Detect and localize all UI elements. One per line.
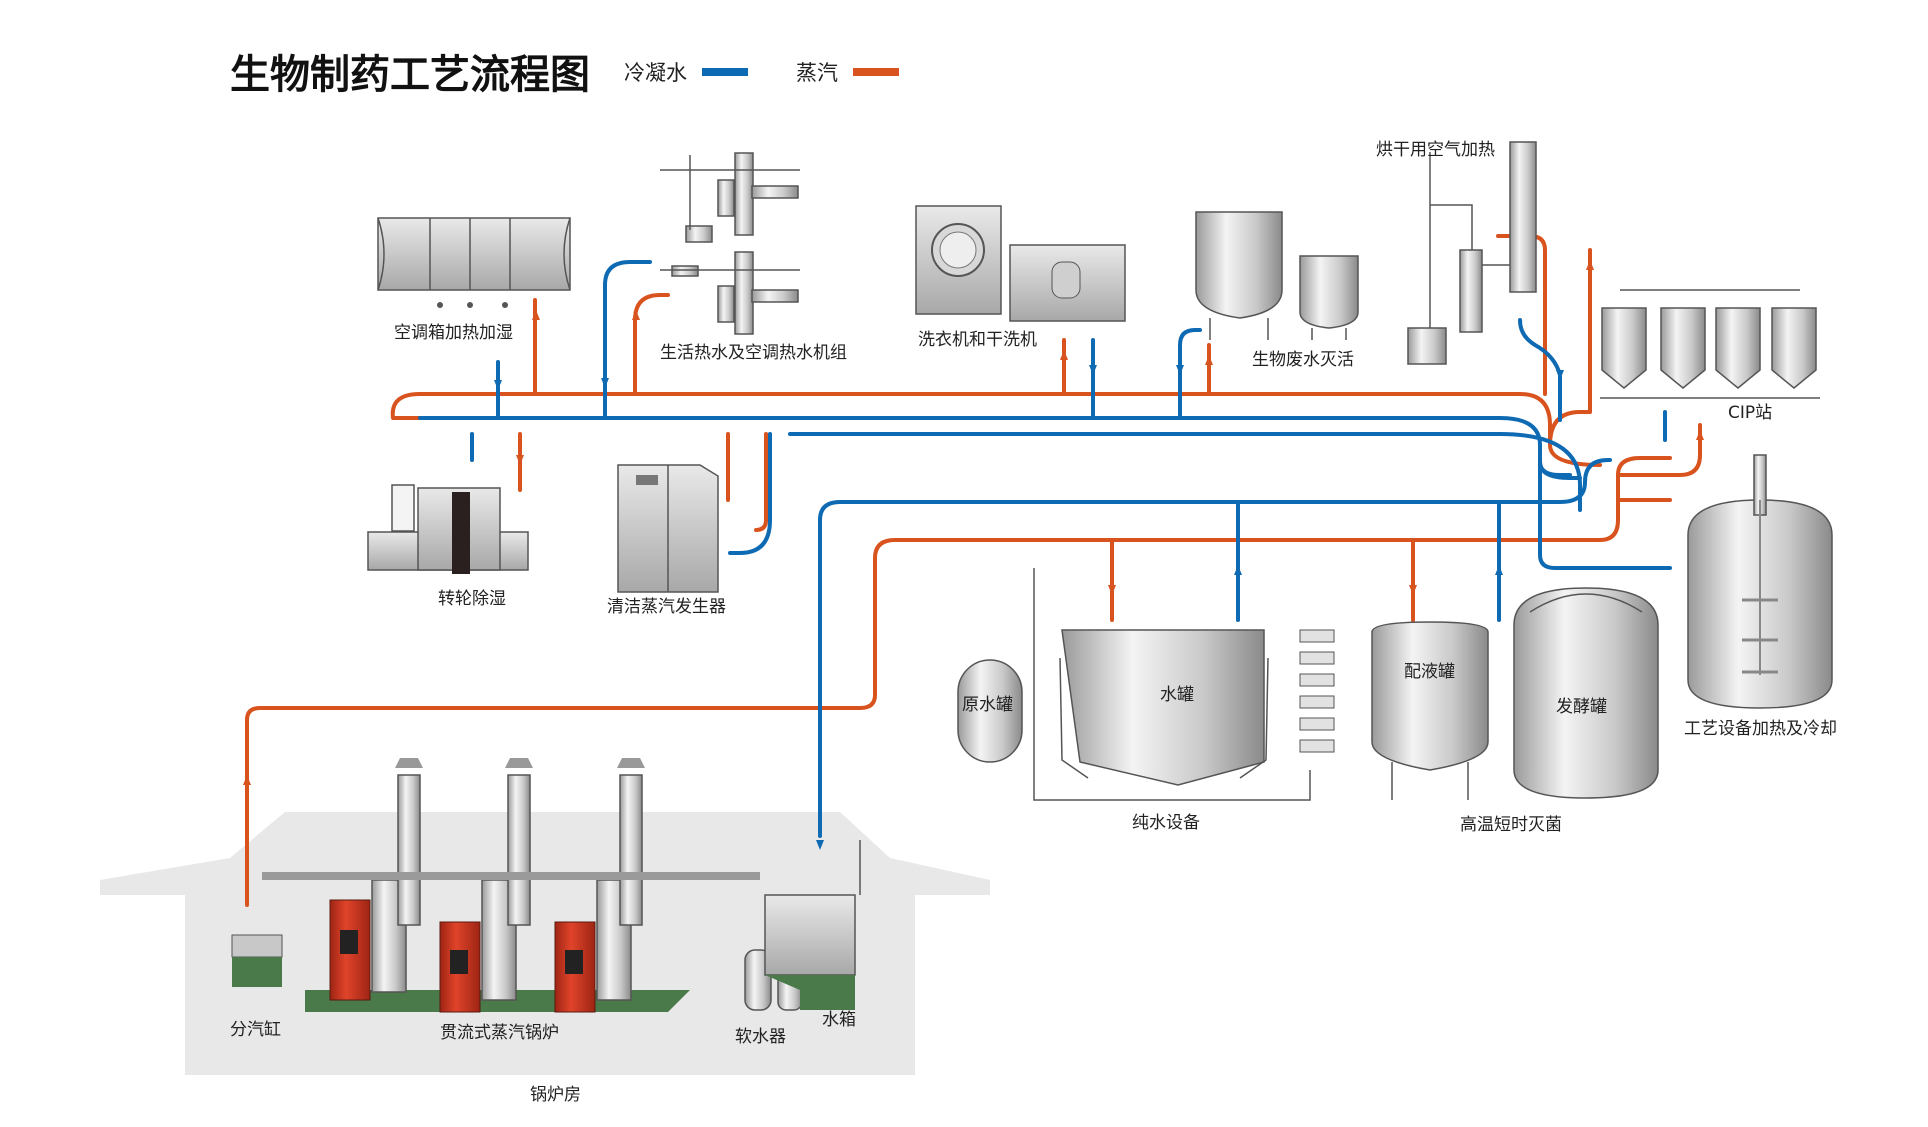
condensate-pipes xyxy=(418,260,1672,838)
steam-flow-arrow-icon xyxy=(532,310,540,320)
raw-tank-label: 原水罐 xyxy=(962,695,1013,715)
water-tank-label: 水罐 xyxy=(1160,685,1194,705)
condensate-flow-arrow-icon xyxy=(1495,565,1503,575)
htst-label: 高温短时灭菌 xyxy=(1460,815,1562,835)
rotor-dehumid-label: 转轮除湿 xyxy=(438,589,506,609)
boiler-label: 贯流式蒸汽锅炉 xyxy=(440,1023,559,1043)
condensate-flow-arrow-icon xyxy=(601,378,609,388)
steam-flow-arrow-icon xyxy=(1108,585,1116,595)
legend-condensate-label: 冷凝水 xyxy=(624,61,687,85)
steam-flow-arrow-icon xyxy=(632,310,640,320)
cip-label: CIP站 xyxy=(1728,403,1772,423)
waste-water-label: 生物废水灭活 xyxy=(1252,350,1354,370)
header-label: 分汽缸 xyxy=(230,1019,281,1040)
hot-water-units: 生活热水及空调热水机组 xyxy=(660,152,847,363)
steam-flow-arrow-icon xyxy=(1205,355,1213,365)
mix-tank: 配液罐 xyxy=(1371,621,1489,800)
waste-water-tanks: 生物废水灭活 xyxy=(1195,211,1359,370)
steam-flow-arrow-icon xyxy=(243,775,251,785)
clean-steam-label: 清洁蒸汽发生器 xyxy=(607,597,726,617)
steam-flow-arrow-icon xyxy=(1586,260,1594,270)
condensate-flow-arrow-icon xyxy=(816,840,824,850)
water-box-label: 水箱 xyxy=(822,1010,856,1030)
legend-condensate-swatch xyxy=(702,68,748,76)
process-equip-label: 工艺设备加热及冷却 xyxy=(1684,719,1837,739)
legend: 冷凝水 蒸汽 xyxy=(624,61,899,85)
ahu-unit: 空调箱加热加湿 xyxy=(377,217,571,343)
steam-flow-arrow-icon xyxy=(1409,585,1417,595)
hot-water-label: 生活热水及空调热水机组 xyxy=(660,343,847,363)
legend-steam-label: 蒸汽 xyxy=(796,61,838,85)
laundry-label: 洗衣机和干洗机 xyxy=(918,330,1037,350)
pure-water-equipment: 水罐 纯水设备 xyxy=(1033,568,1335,833)
mix-tank-label: 配液罐 xyxy=(1404,662,1455,682)
dry-air-label: 烘干用空气加热 xyxy=(1376,140,1495,160)
cip-station: CIP站 xyxy=(1600,289,1820,423)
condensate-flow-arrow-icon xyxy=(494,380,502,390)
steam-flow-arrow-icon xyxy=(516,455,524,465)
softener-label: 软水器 xyxy=(735,1027,786,1047)
condensate-flow-arrow-icon xyxy=(1089,365,1097,375)
drying-air-heater: 烘干用空气加热 xyxy=(1376,140,1537,365)
clean-steam-generator: 清洁蒸汽发生器 xyxy=(607,464,726,617)
condensate-flow-arrow-icon xyxy=(1556,370,1564,380)
steam-pipes xyxy=(245,234,1702,907)
fermentation-tank: 发酵罐 高温短时灭菌 xyxy=(1460,587,1659,835)
diagram-title: 生物制药工艺流程图 xyxy=(230,52,590,98)
steam-flow-arrow-icon xyxy=(1060,350,1068,360)
legend-steam-swatch xyxy=(853,68,899,76)
boiler-room: 分汽缸 贯流式蒸汽锅炉 软水器 水箱 锅炉房 xyxy=(230,758,861,1105)
steam-flow-arrow-icon xyxy=(1696,430,1704,440)
condensate-flow-arrow-icon xyxy=(1234,565,1242,575)
pure-water-label: 纯水设备 xyxy=(1132,813,1200,833)
ferment-tank-label: 发酵罐 xyxy=(1556,697,1607,717)
process-reactor: 工艺设备加热及冷却 xyxy=(1684,454,1837,739)
rotor-dehumidifier: 转轮除湿 xyxy=(367,484,529,609)
flow-arrows xyxy=(243,260,1704,850)
condensate-flow-arrow-icon xyxy=(1176,365,1184,375)
ahu-label: 空调箱加热加湿 xyxy=(394,323,513,343)
laundry-machines: 洗衣机和干洗机 xyxy=(915,205,1126,350)
boiler-room-label: 锅炉房 xyxy=(530,1085,581,1105)
raw-water-tank: 原水罐 xyxy=(957,659,1023,763)
